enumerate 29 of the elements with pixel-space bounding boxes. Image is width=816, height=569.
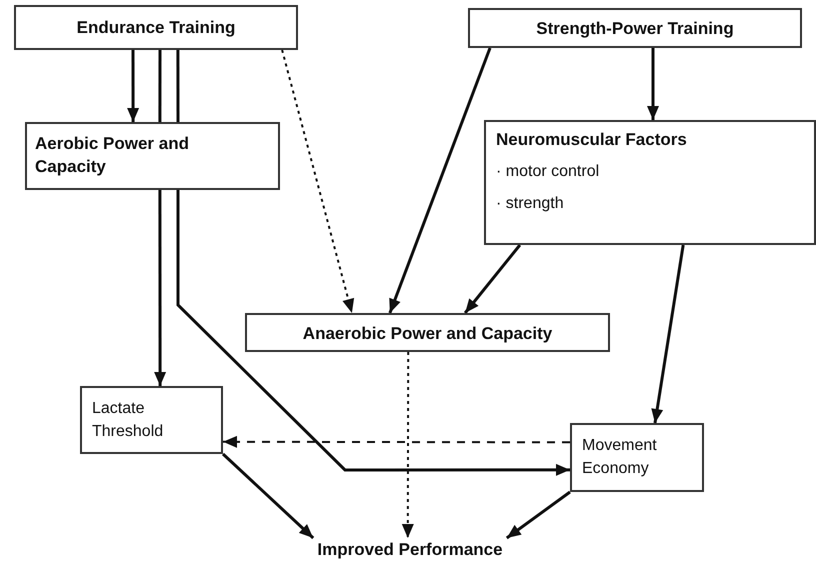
process-box: [484, 120, 816, 245]
box-title: Neuromuscular Factors: [496, 130, 688, 150]
process-box: [80, 386, 223, 454]
arrow: [506, 490, 571, 540]
box-title: Movement Economy: [582, 436, 658, 480]
outcome-label: Improved Performance: [316, 540, 504, 560]
process-box: [570, 423, 704, 492]
arrow: [176, 190, 570, 476]
box-title: Aerobic Power and Capacity: [35, 133, 190, 178]
arrow: [651, 244, 685, 424]
process-box: [245, 313, 610, 352]
process-box: [14, 5, 298, 50]
dashed-arrow: [281, 50, 354, 314]
box-title: Strength-Power Training: [535, 19, 735, 40]
arrow: [154, 190, 166, 386]
process-box: [468, 8, 802, 48]
bullet-item: · strength: [496, 194, 565, 213]
arrow: [388, 47, 492, 314]
arrow: [222, 452, 314, 540]
box-title: Endurance Training: [76, 18, 236, 38]
dashed-arrow: [402, 352, 414, 538]
dashed-arrow: [223, 436, 570, 448]
box-title: Anaerobic Power and Capacity: [302, 324, 554, 344]
process-box: [25, 122, 280, 190]
arrow: [127, 50, 140, 122]
arrow: [464, 244, 522, 314]
box-title: Lactate Threshold: [92, 399, 164, 442]
bullet-item: · motor control: [496, 162, 600, 182]
arrow: [647, 48, 659, 120]
